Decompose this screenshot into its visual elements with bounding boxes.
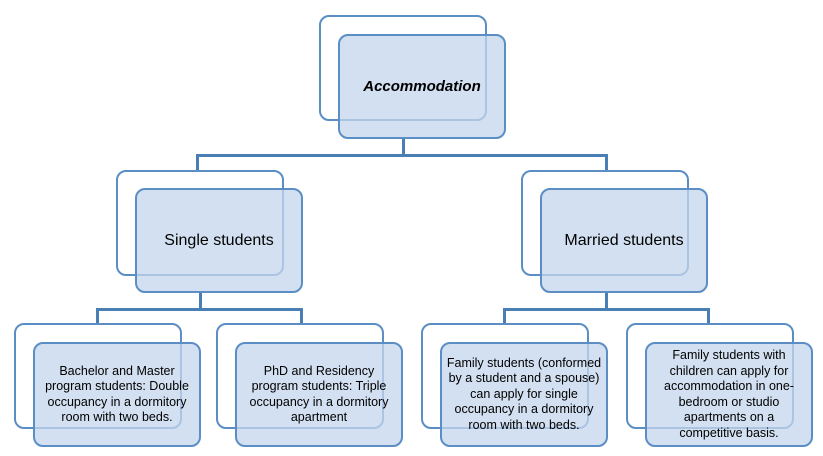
connector-single-down: [199, 291, 202, 310]
node-accommodation-label: Accommodation: [363, 78, 481, 95]
connector-root-to-single: [196, 154, 199, 172]
node-single-students-box: Single students: [135, 188, 303, 293]
connector-root-to-married: [605, 154, 608, 172]
connector-single-to-phd: [300, 308, 303, 325]
connector-married-horizontal: [503, 308, 710, 311]
node-bachelor-master-box: Bachelor and Master program students: Do…: [33, 342, 201, 447]
node-phd-residency-box: PhD and Residency program students: Trip…: [235, 342, 403, 447]
node-accommodation-box: Accommodation: [338, 34, 506, 139]
connector-married-down: [605, 291, 608, 310]
node-family-with-children-label: Family students with children can apply …: [664, 348, 794, 440]
node-married-students-box: Married students: [540, 188, 708, 293]
node-family-students-box: Family students (conformed by a student …: [440, 342, 608, 447]
connector-single-horizontal: [96, 308, 303, 311]
node-phd-residency-label: PhD and Residency program students: Trip…: [249, 363, 389, 425]
connector-root-horizontal: [196, 154, 607, 157]
node-family-students-label: Family students (conformed by a student …: [446, 355, 602, 432]
connector-married-to-family: [503, 308, 506, 325]
connector-root-down: [402, 137, 405, 156]
connector-single-to-bachelor: [96, 308, 99, 325]
node-married-students-label: Married students: [564, 231, 684, 249]
connector-married-to-children: [707, 308, 710, 325]
node-family-with-children-box: Family students with children can apply …: [645, 342, 813, 447]
node-single-students-label: Single students: [164, 231, 274, 249]
node-bachelor-master-label: Bachelor and Master program students: Do…: [45, 363, 189, 425]
